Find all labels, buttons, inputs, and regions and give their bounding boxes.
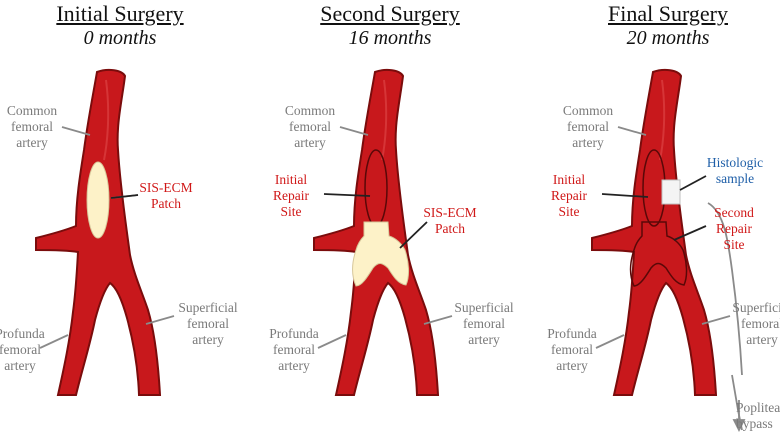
p2-superficial-label: Superficial femoral artery (454, 300, 514, 347)
p3-superficial-label: Superficial femoral artery (732, 300, 780, 347)
bypass-arrow (732, 400, 746, 433)
panel-1-title: Initial Surgery (56, 1, 184, 26)
panel-3-subtitle: 20 months (626, 27, 710, 49)
p2-patch-label: SIS-ECM Patch (423, 205, 477, 236)
p3-second-repair-label: Second Repair Site (714, 205, 754, 252)
artery-panel-2 (313, 68, 453, 397)
panel-2-subtitle: 16 months (348, 27, 432, 49)
p3-bypass-label: Popliteal bypass (736, 400, 780, 431)
histologic-sample (661, 179, 681, 205)
artery-panel-3 (591, 68, 746, 433)
p3-initial-repair-label: Initial Repair Site (551, 172, 587, 219)
artery-panel-1 (35, 68, 175, 397)
panel-2-header: Second Surgery 16 months (270, 2, 510, 50)
panel-1-subtitle: 0 months (83, 27, 157, 49)
panel-3-title: Final Surgery (608, 1, 728, 26)
p1-profunda-label: Profunda femoral artery (0, 326, 45, 373)
panel-1-header: Initial Surgery 0 months (0, 2, 240, 50)
p1-common-femoral-label: Common femoral artery (6, 103, 58, 150)
sis-ecm-patch-1 (86, 161, 110, 239)
p1-superficial-label: Superficial femoral artery (178, 300, 238, 347)
p3-common-femoral-label: Common femoral artery (562, 103, 614, 150)
p3-histologic-label: Histologic sample (706, 155, 764, 186)
panel-2-title: Second Surgery (320, 1, 460, 26)
p2-common-femoral-label: Common femoral artery (284, 103, 336, 150)
panel-3-header: Final Surgery 20 months (548, 2, 780, 50)
p1-patch-label: SIS-ECM Patch (139, 180, 193, 211)
p3-profunda-label: Profunda femoral artery (547, 326, 597, 373)
p2-profunda-label: Profunda femoral artery (269, 326, 319, 373)
sis-ecm-patch-2 (352, 221, 409, 287)
p2-initial-repair-label: Initial Repair Site (273, 172, 309, 219)
